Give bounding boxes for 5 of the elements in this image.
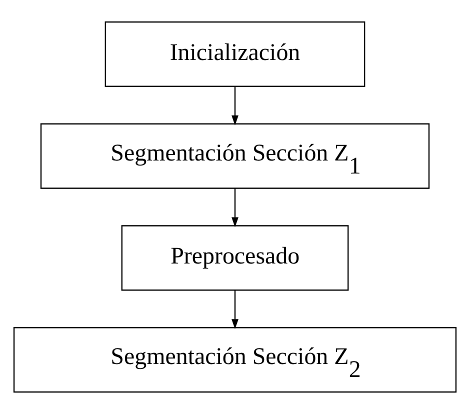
node-box: Inicialización <box>104 21 366 87</box>
arrow <box>232 86 238 126</box>
arrow <box>232 290 238 330</box>
node-box: Preprocesado <box>121 225 349 291</box>
arrow <box>232 188 238 228</box>
